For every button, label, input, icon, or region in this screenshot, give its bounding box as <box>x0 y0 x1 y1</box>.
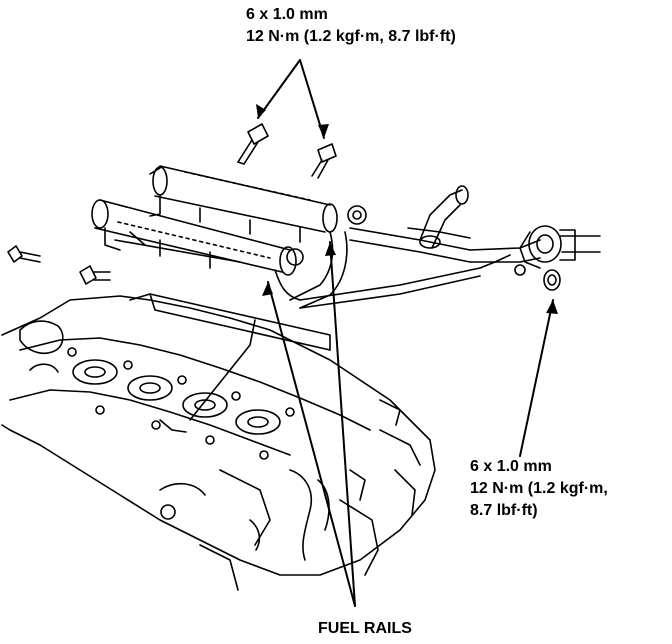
top-bolt-size-text: 6 x 1.0 mm <box>246 6 328 23</box>
fuel-lines <box>274 185 541 309</box>
engine-block <box>1 295 436 591</box>
right-bolt-size-text: 6 x 1.0 mm <box>470 458 552 475</box>
top-bolt-torque-text: 12 N·m (1.2 kgf·m, 8.7 lbf·ft) <box>246 28 456 45</box>
bolt-top-left <box>237 123 269 165</box>
bolt-top-right <box>311 143 337 179</box>
top-bolt-torque-label: 6 x 1.0 mm 12 N·m (1.2 kgf·m, 8.7 lbf·ft… <box>246 4 456 48</box>
right-bolt-torque-line2: 8.7 lbf·ft) <box>470 502 538 519</box>
right-bolt-torque-label: 6 x 1.0 mm 12 N·m (1.2 kgf·m, 8.7 lbf·ft… <box>470 456 608 522</box>
fuel-rail-left <box>91 199 304 276</box>
intake-manifold <box>129 293 401 433</box>
bolt-right <box>543 269 561 291</box>
bolt-left-2 <box>79 265 111 285</box>
bolt-left-1 <box>7 245 41 263</box>
fuel-rail-right <box>149 165 367 243</box>
pressure-regulator <box>514 225 601 276</box>
arrowheads <box>256 104 558 314</box>
fuel-rails-label: FUEL RAILS <box>318 620 412 637</box>
right-bolt-torque-line1: 12 N·m (1.2 kgf·m, <box>470 480 608 497</box>
